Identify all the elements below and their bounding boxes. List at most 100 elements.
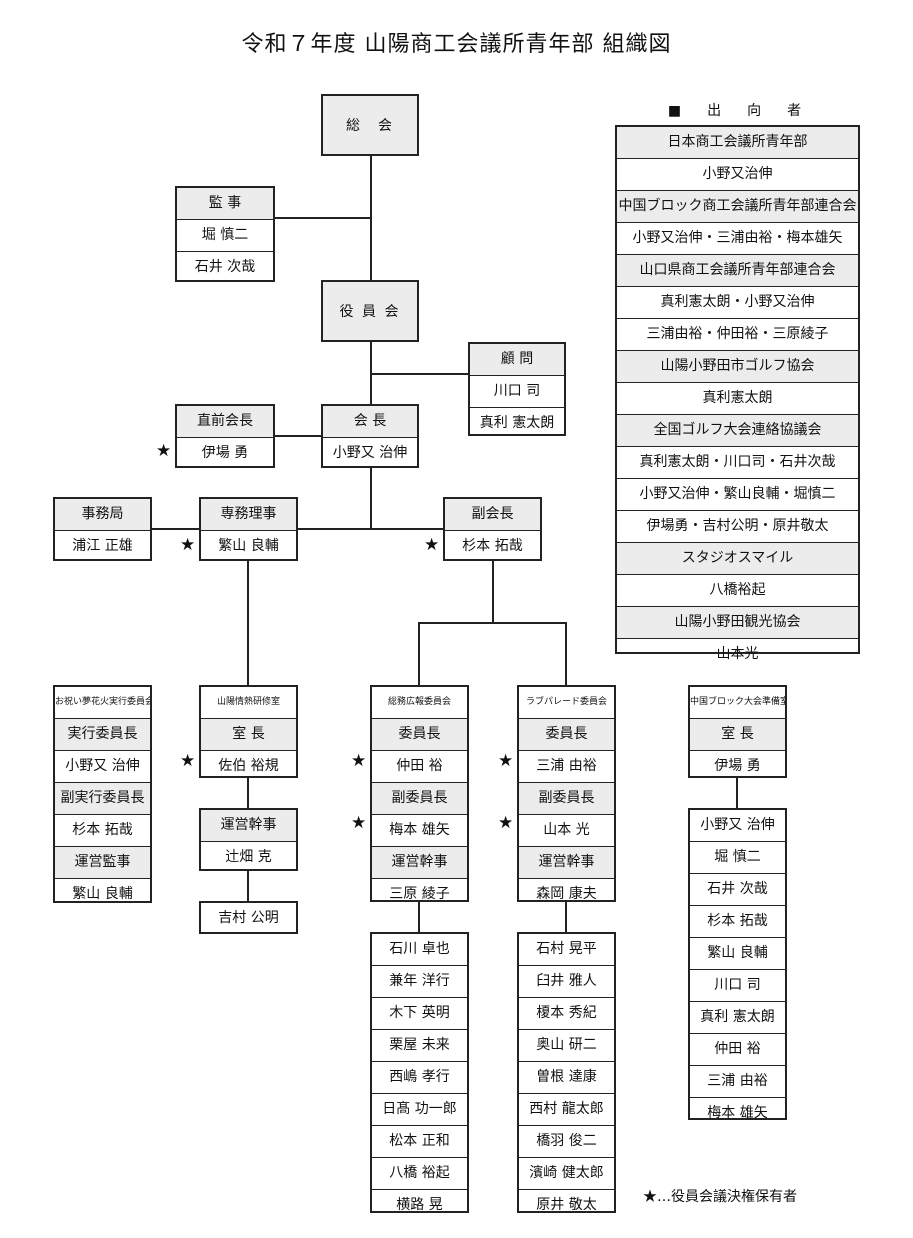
training-office-box: 山陽情熱研修室 室 長 佐伯 裕規 bbox=[199, 685, 298, 778]
committee-member: 梅本 雄矢 bbox=[690, 1097, 785, 1129]
former-president-header: 直前会長 bbox=[177, 406, 273, 437]
connector-line bbox=[418, 901, 420, 933]
chugoku-block-office-header: 中国ブロック大会準備室 bbox=[690, 697, 785, 707]
secretariat-box: 事務局 浦江 正雄 bbox=[53, 497, 152, 561]
love-parade-committee-header: ラブパレード委員会 bbox=[525, 697, 607, 707]
voting-star: ★ bbox=[180, 751, 196, 771]
committee-member: 兼年 洋行 bbox=[372, 965, 467, 997]
seconded-members: 小野又治伸 bbox=[617, 158, 858, 190]
connector-line bbox=[565, 901, 567, 933]
seconded-members: 山本光 bbox=[617, 638, 858, 670]
board-label: 役 員 会 bbox=[339, 304, 401, 320]
committee-role: 委員長 bbox=[519, 718, 614, 750]
committee-role: 運営幹事 bbox=[519, 846, 614, 878]
secretariat-header: 事務局 bbox=[55, 499, 150, 530]
committee-member: 臼井 雅人 bbox=[519, 965, 614, 997]
connector-line bbox=[492, 560, 494, 623]
general-assembly-label: 総 会 bbox=[346, 118, 394, 134]
committee-member: 仲田 裕 bbox=[372, 750, 467, 782]
former-president-name: 伊場 勇 bbox=[177, 437, 273, 469]
seconded-org: 山陽小野田市ゴルフ協会 bbox=[617, 350, 858, 382]
fireworks-committee-header: お祝い夢花火実行委員会 bbox=[55, 697, 150, 707]
advisor-member: 真利 憲太朗 bbox=[470, 407, 564, 439]
seconded-members: 真利憲太朗 bbox=[617, 382, 858, 414]
committee-member: 森岡 康夫 bbox=[519, 878, 614, 910]
committee-member: 繁山 良輔 bbox=[690, 937, 785, 969]
committee-member: 真利 憲太朗 bbox=[690, 1001, 785, 1033]
committee-member: 曽根 達康 bbox=[519, 1061, 614, 1093]
committee-member: 橋羽 俊二 bbox=[519, 1125, 614, 1157]
committee-role: 運営幹事 bbox=[372, 846, 467, 878]
chugoku-block-members-box: 小野又 治伸 堀 慎二 石井 次哉 杉本 拓哉 繁山 良輔 川口 司 真利 憲太… bbox=[688, 808, 787, 1121]
advisor-header: 顧 問 bbox=[470, 344, 564, 375]
seconded-members: 真利憲太朗・川口司・石井次哉 bbox=[617, 446, 858, 478]
chugoku-block-office-box: 中国ブロック大会準備室 室 長 伊場 勇 bbox=[688, 685, 787, 778]
committee-member: 横路 晃 bbox=[372, 1189, 467, 1221]
connector-line bbox=[274, 435, 322, 437]
general-affairs-committee-header: 総務広報委員会 bbox=[387, 697, 451, 707]
committee-role: 委員長 bbox=[372, 718, 467, 750]
seconded-org: スタジオスマイル bbox=[617, 542, 858, 574]
vice-president-header: 副会長 bbox=[445, 499, 540, 530]
committee-member: 佐伯 裕規 bbox=[201, 750, 296, 782]
committee-member: 原井 敬太 bbox=[519, 1189, 614, 1221]
committee-member: 石村 晃平 bbox=[536, 941, 597, 957]
training-office-extra-box: 吉村 公明 bbox=[199, 901, 298, 934]
seconded-table: 日本商工会議所青年部 小野又治伸 中国ブロック商工会議所青年部連合会 小野又治伸… bbox=[615, 125, 860, 662]
committee-role: 副実行委員長 bbox=[55, 782, 150, 814]
committee-role: 副委員長 bbox=[372, 782, 467, 814]
committee-member: 川口 司 bbox=[690, 969, 785, 1001]
voting-star: ★ bbox=[351, 751, 367, 771]
general-assembly-box: 総 会 bbox=[321, 94, 419, 156]
committee-member: 小野又 治伸 bbox=[700, 817, 775, 833]
executive-director-name: 繁山 良輔 bbox=[201, 530, 296, 562]
seconded-org: 中国ブロック商工会議所青年部連合会 bbox=[617, 190, 858, 222]
president-box: 会 長 小野又 治伸 bbox=[321, 404, 419, 468]
committee-role: 運営監事 bbox=[55, 846, 150, 878]
committee-member: 辻畑 克 bbox=[201, 841, 296, 873]
executive-director-box: 専務理事 繁山 良輔 bbox=[199, 497, 298, 561]
committee-member: 西村 龍太郎 bbox=[519, 1093, 614, 1125]
committee-role: 運営幹事 bbox=[201, 810, 296, 841]
committee-member: 榎本 秀紀 bbox=[519, 997, 614, 1029]
auditor-member: 堀 慎二 bbox=[177, 219, 273, 251]
committee-member: 堀 慎二 bbox=[690, 841, 785, 873]
seconded-members: 小野又治伸・繁山良輔・堀慎二 bbox=[617, 478, 858, 510]
auditor-member: 石井 次哉 bbox=[177, 251, 273, 283]
committee-member: 伊場 勇 bbox=[690, 750, 785, 782]
auditor-header: 監 事 bbox=[177, 188, 273, 219]
seconded-org: 全国ゴルフ大会連絡協議会 bbox=[617, 414, 858, 446]
committee-member: 山本 光 bbox=[519, 814, 614, 846]
connector-line bbox=[370, 155, 372, 281]
seconded-members: 小野又治伸・三浦由裕・梅本雄矢 bbox=[617, 222, 858, 254]
voting-star: ★ bbox=[498, 813, 514, 833]
legend-note: ★…役員会議決権保有者 bbox=[643, 1189, 797, 1205]
president-header: 会 長 bbox=[323, 406, 417, 437]
committee-member: 木下 英明 bbox=[372, 997, 467, 1029]
connector-line bbox=[736, 777, 738, 809]
seconded-members: 伊場勇・吉村公明・原井敬太 bbox=[617, 510, 858, 542]
seconded-org: 山口県商工会議所青年部連合会 bbox=[617, 254, 858, 286]
committee-member: 小野又 治伸 bbox=[55, 750, 150, 782]
committee-member: 奥山 研二 bbox=[519, 1029, 614, 1061]
committee-member: 梅本 雄矢 bbox=[372, 814, 467, 846]
committee-member: 石井 次哉 bbox=[690, 873, 785, 905]
connector-line bbox=[418, 622, 566, 624]
seconded-members: 八橋裕起 bbox=[617, 574, 858, 606]
executive-director-header: 専務理事 bbox=[201, 499, 296, 530]
connector-line bbox=[371, 373, 469, 375]
committee-member: 日髙 功一郎 bbox=[372, 1093, 467, 1125]
committee-member: 濱崎 健太郎 bbox=[519, 1157, 614, 1189]
vice-president-name: 杉本 拓哉 bbox=[445, 530, 540, 562]
voting-star: ★ bbox=[424, 535, 440, 555]
committee-role: 室 長 bbox=[690, 718, 785, 750]
connector-line bbox=[370, 467, 372, 529]
connector-line bbox=[274, 217, 371, 219]
committee-member: 西嶋 孝行 bbox=[372, 1061, 467, 1093]
general-affairs-members-box: 石川 卓也 兼年 洋行 木下 英明 栗屋 未来 西嶋 孝行 日髙 功一郎 松本 … bbox=[370, 932, 469, 1213]
training-office-header: 山陽情熱研修室 bbox=[216, 697, 280, 707]
connector-line bbox=[247, 777, 249, 809]
connector-line bbox=[247, 560, 249, 686]
committee-member: 杉本 拓哉 bbox=[690, 905, 785, 937]
committee-member: 三浦 由裕 bbox=[519, 750, 614, 782]
